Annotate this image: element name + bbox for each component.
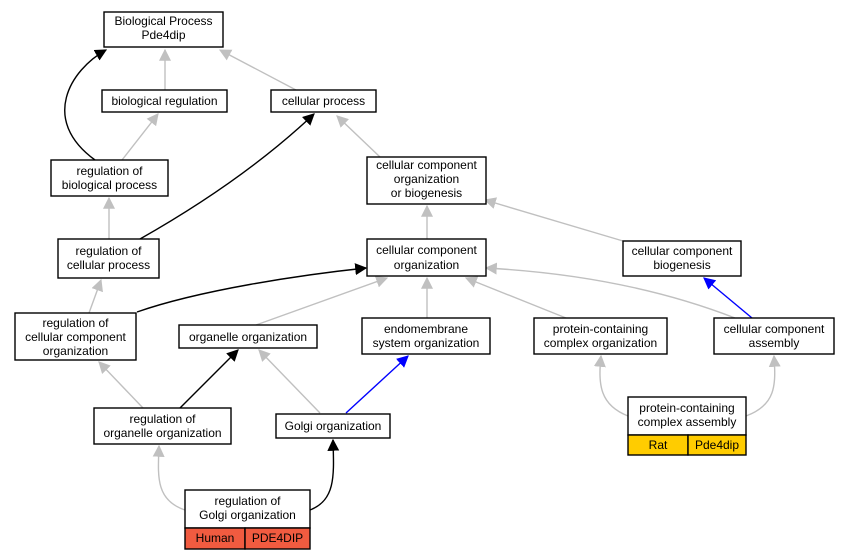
- gene-tag-pde4dip: [244, 527, 311, 550]
- node-label-line: or biogenesis: [391, 186, 462, 200]
- go-term-node-regulation-of-organelle-organization[interactable]: regulation of organelle organization: [93, 407, 232, 445]
- node-label-line: regulation of: [42, 316, 109, 330]
- node-label-line: regulation of: [214, 494, 281, 508]
- edge-reg-cco-to-reg-cell-proc: [88, 278, 103, 314]
- node-label-line: biological process: [62, 178, 157, 192]
- node-label-line: biogenesis: [653, 258, 710, 272]
- go-term-node-golgi-organization[interactable]: Golgi organization: [275, 413, 391, 439]
- node-label-line: Golgi organization: [285, 419, 382, 433]
- edge-reg-bio-proc-to-bio-reg: [121, 113, 159, 161]
- node-label-line: Biological Process: [114, 14, 212, 28]
- node-label-line: organization: [43, 344, 108, 358]
- node-label-line: cellular component: [376, 243, 477, 257]
- edge-cca-to-ccb: [703, 277, 753, 319]
- species-tag-label: Human: [196, 531, 235, 545]
- edge-golgi-org-to-org-org: [258, 349, 321, 414]
- node-label-line: regulation of: [129, 412, 196, 426]
- node-label-line: system organization: [373, 336, 480, 350]
- node-label-line: biological regulation: [111, 94, 217, 108]
- go-term-node-protein-containing-complex-organization[interactable]: protein-containing complex organization: [533, 317, 668, 355]
- node-label-line: complex assembly: [638, 415, 737, 429]
- go-term-node-regulation-of-golgi-organization[interactable]: regulation of Golgi organization Human P…: [184, 489, 311, 550]
- node-label-line: cellular component: [632, 244, 733, 258]
- node-label-line: cellular component: [376, 158, 477, 172]
- edge-ccob-to-cell-proc: [336, 115, 381, 158]
- edge-reg-cell-proc-to-cell-proc: [139, 113, 315, 240]
- node-label-line: Golgi organization: [199, 508, 296, 522]
- species-tag-label: Rat: [649, 438, 668, 452]
- go-term-node-cellular-component-assembly[interactable]: cellular component assembly: [713, 317, 835, 355]
- node-label-line: cellular process: [67, 258, 150, 272]
- node-label-line: cellular component: [25, 330, 126, 344]
- node-label-line: cellular component: [724, 322, 825, 336]
- go-term-node-biological-regulation[interactable]: biological regulation: [101, 89, 228, 113]
- go-term-node-protein-containing-complex-assembly[interactable]: protein-containing complex assembly Rat …: [627, 396, 747, 456]
- nodes: Biological Process Pde4dip biological re…: [14, 11, 835, 550]
- node-label-line: organelle organization: [189, 330, 307, 344]
- node-label-line: Pde4dip: [141, 28, 185, 42]
- node-label-line: protein-containing: [553, 322, 648, 336]
- edge-cell-proc-to-bp-root: [218, 49, 297, 91]
- edge-reg-golgi-to-golgi-org: [309, 438, 340, 511]
- edge-reg-org-org-to-org-org: [179, 349, 239, 409]
- gene-tag-pde4dip: [687, 434, 747, 456]
- go-term-node-biological-process[interactable]: Biological Process Pde4dip: [103, 11, 224, 48]
- gene-tag-label: PDE4DIP: [252, 531, 303, 545]
- go-term-node-cellular-component-biogenesis[interactable]: cellular component biogenesis: [622, 240, 742, 277]
- node-label-line: organelle organization: [103, 426, 221, 440]
- edge-pcco-to-cco: [464, 276, 567, 319]
- node-label-line: regulation of: [75, 244, 142, 258]
- go-term-node-regulation-of-biological-process[interactable]: regulation of biological process: [50, 159, 169, 197]
- go-term-node-regulation-of-cellular-process[interactable]: regulation of cellular process: [57, 238, 160, 279]
- edge-reg-org-org-to-reg-cco: [98, 361, 144, 409]
- edge-reg-cco-to-cco: [136, 263, 368, 313]
- edge-reg-golgi-to-reg-org-org: [152, 444, 186, 511]
- gene-tag-label: Pde4dip: [695, 438, 739, 452]
- node-label-line: organization: [394, 258, 459, 272]
- edge-pcca-to-cca: [745, 354, 781, 417]
- edge-golgi-org-to-endo-org: [345, 355, 409, 414]
- node-label-line: regulation of: [76, 164, 143, 178]
- edge-ccb-to-ccob: [483, 197, 624, 242]
- go-term-node-cellular-component-organization-or-biogenesis[interactable]: cellular component organization or bioge…: [366, 156, 487, 205]
- edge-reg-bio-proc-to-bp-root: [64, 49, 108, 161]
- edge-pcca-to-pcco: [593, 354, 629, 417]
- node-label-line: assembly: [749, 336, 800, 350]
- go-term-node-organelle-organization[interactable]: organelle organization: [178, 324, 318, 349]
- node-label-line: protein-containing: [639, 401, 734, 415]
- go-term-node-regulation-of-cellular-component-organization[interactable]: regulation of cellular component organiz…: [14, 312, 137, 361]
- go-term-node-endomembrane-system-organization[interactable]: endomembrane system organization: [361, 317, 491, 355]
- edges: [64, 48, 781, 511]
- node-label-line: organization: [394, 172, 459, 186]
- node-label-line: endomembrane: [384, 322, 468, 336]
- go-term-node-cellular-process[interactable]: cellular process: [270, 89, 377, 113]
- edge-org-org-to-cco: [255, 275, 389, 326]
- go-term-node-cellular-component-organization[interactable]: cellular component organization: [366, 238, 487, 277]
- node-label-line: cellular process: [282, 94, 365, 108]
- edge-cca-to-cco: [484, 262, 736, 319]
- node-label-line: complex organization: [544, 336, 657, 350]
